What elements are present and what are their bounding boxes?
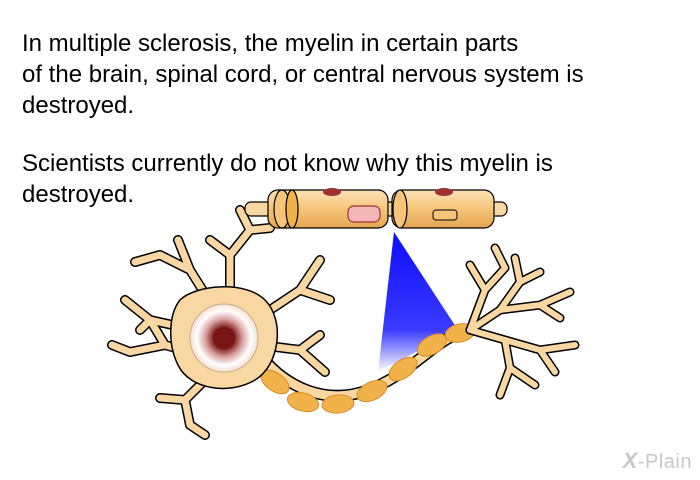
text-line: destroyed. [22,92,135,119]
logo-text: -Plain [637,451,692,473]
logo-mark: X [622,448,638,473]
dendrites-left-fill [108,206,334,439]
xplain-logo: X-Plain [623,448,692,474]
node-spot [435,188,453,196]
paragraph-ms-definition: In multiple sclerosis, the myelin in cer… [22,28,584,121]
damaged-myelin-spot [347,205,381,223]
text-line: In multiple sclerosis, the myelin in cer… [22,30,519,57]
myelin-sheath [260,323,476,414]
text-line: of the brain, spinal cord, or central ne… [22,61,584,88]
text-line: Scientists currently do not know why thi… [22,150,553,177]
paragraph-unknown-cause: Scientists currently do not know why thi… [22,148,553,210]
text-line: destroyed. [22,181,135,208]
node-spot [323,188,341,196]
